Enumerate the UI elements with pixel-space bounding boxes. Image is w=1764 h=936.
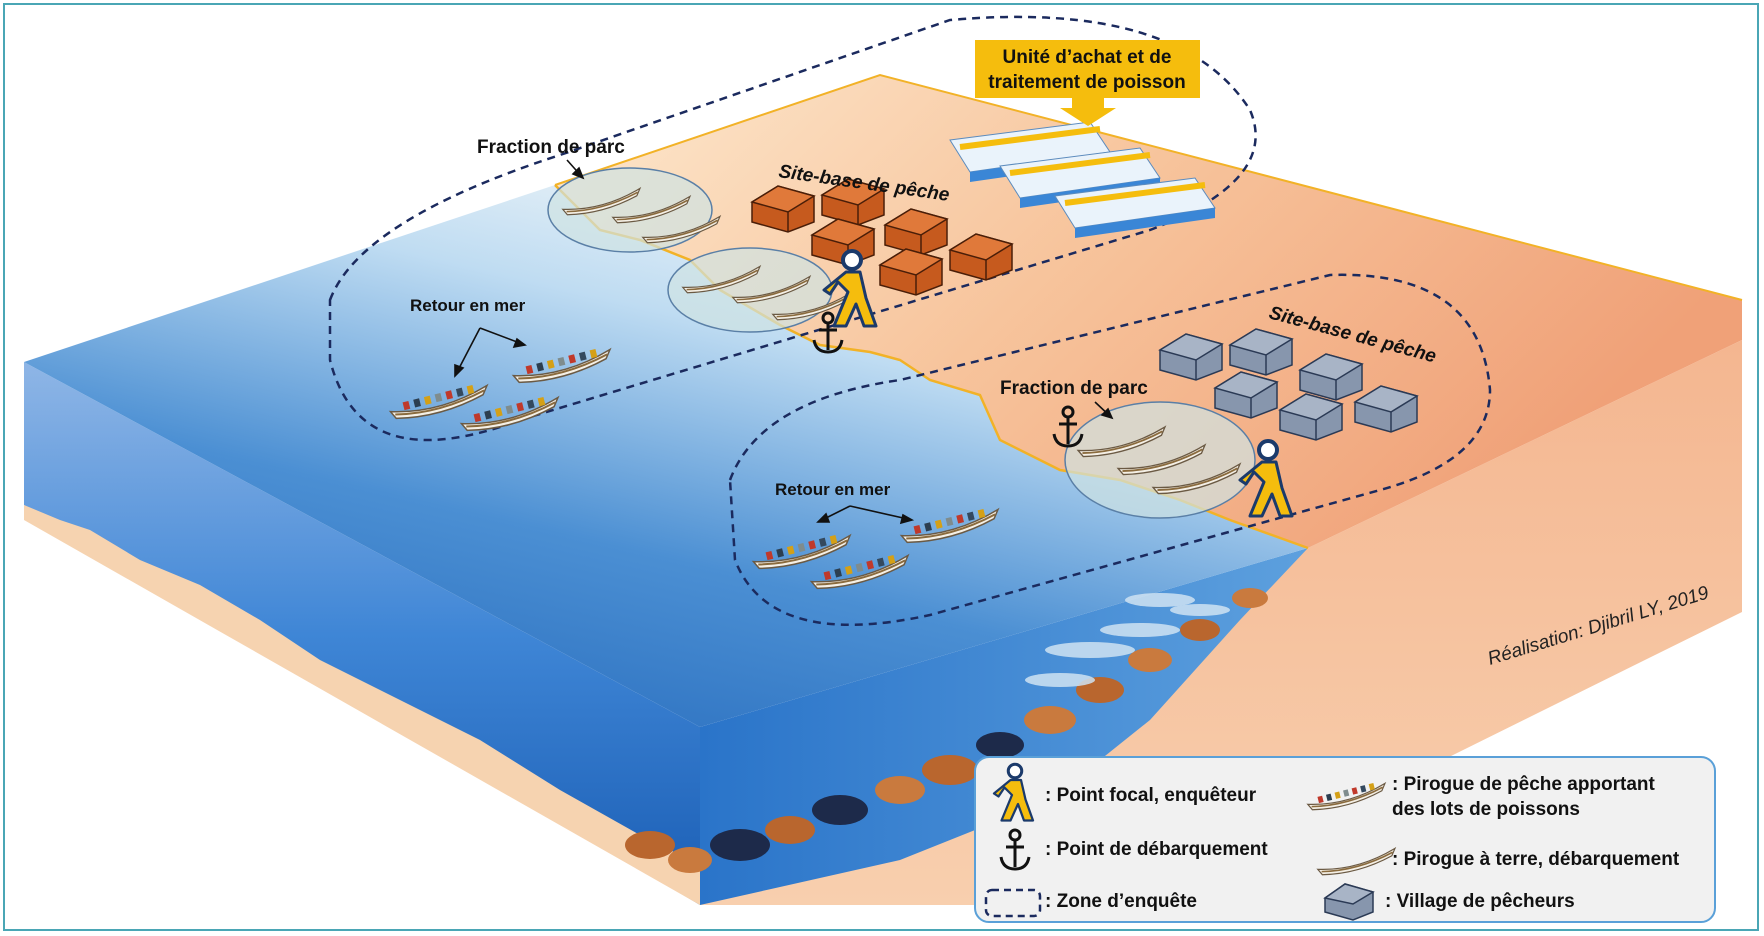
pirogue-icon [751, 533, 852, 570]
legend-pirogue-terre-text: : Pirogue à terre, débarquement [1392, 849, 1680, 870]
village-grey [1158, 328, 1419, 441]
fraction-circle-1a [547, 167, 713, 253]
sea-top [24, 185, 1308, 727]
fish-schools [1025, 593, 1230, 687]
pirogue-icon [1306, 781, 1387, 811]
legend-focal-text: : Point focal, enquêteur [1045, 785, 1257, 806]
pirogue-icon [731, 274, 812, 304]
legend: : Point focal, enquêteur : Point de déba… [974, 756, 1716, 923]
house-icon [820, 178, 886, 226]
pirogue-icon [809, 553, 910, 590]
house-icon [878, 248, 944, 296]
boats-layer [388, 186, 1242, 590]
legend-anchor-icon [999, 828, 1031, 871]
legend-pirogue-loaded-icon [1306, 781, 1387, 811]
house-icon [1158, 333, 1224, 381]
pirogue-icon [1316, 846, 1397, 876]
legend-village-text: : Village de pêcheurs [1385, 891, 1575, 912]
unit-label-line2: traitement de poisson [988, 72, 1185, 93]
fraction-label-1: Fraction de parc [477, 137, 625, 158]
pirogue-icon [899, 507, 1000, 544]
retour-label-1: Retour en mer [410, 296, 526, 315]
legend-pirogue-apport-line2: des lots de poissons [1392, 799, 1580, 820]
legend-focal-icon [992, 762, 1035, 822]
house-icon [883, 208, 949, 256]
land-top-edge [554, 73, 1743, 301]
pirogue-icon [681, 264, 762, 294]
pirogue-icon [511, 347, 612, 384]
house-icon [1228, 328, 1294, 376]
survey-zone-2 [728, 273, 1492, 626]
processing-unit-callout: Unité d’achat et de traitement de poisso… [975, 40, 1200, 126]
pirogue-icon [1116, 443, 1207, 476]
pirogue-icon [561, 186, 642, 216]
village-orange [750, 178, 1014, 296]
anchor-icon [812, 311, 844, 354]
diagram-frame [3, 3, 1759, 931]
sand-bottom [24, 505, 700, 905]
house-icon [1353, 385, 1419, 433]
pirogue-icon [459, 395, 560, 432]
sea-front-face [24, 362, 700, 905]
survey-zone-1 [328, 15, 1257, 442]
legend-pirogue-landed-icon [1316, 846, 1397, 876]
processing-buildings [949, 121, 1216, 238]
house-icon [1298, 353, 1364, 401]
pirogue-icon [641, 214, 722, 244]
house-icon [948, 233, 1014, 281]
legend-pirogue-apport-line1: : Pirogue de pêche apportant [1392, 774, 1656, 795]
house-icon [1278, 393, 1344, 441]
anchor-icon [1052, 405, 1084, 448]
retour-label-2: Retour en mer [775, 480, 891, 499]
legend-anchor-text: : Point de débarquement [1045, 839, 1268, 860]
pirogue-icon [611, 194, 692, 224]
legend-zone-icon [984, 888, 1042, 918]
house-icon [1213, 371, 1279, 419]
unit-label-line1: Unité d’achat et de [1003, 47, 1172, 68]
focal-person-icon [822, 249, 878, 328]
arrows [454, 159, 1114, 525]
legend-zone-text: : Zone d’enquête [1045, 891, 1197, 912]
legend-village-icon [1323, 883, 1375, 921]
pirogue-icon [388, 383, 489, 420]
pirogue-icon [1076, 425, 1167, 458]
fraction-label-2: Fraction de parc [1000, 378, 1148, 399]
focal-person-icon [1238, 439, 1294, 518]
house-icon [750, 185, 816, 233]
seabed-rocks [625, 588, 1268, 873]
fraction-circle-2 [1064, 401, 1256, 519]
pirogue-icon [1151, 462, 1242, 495]
